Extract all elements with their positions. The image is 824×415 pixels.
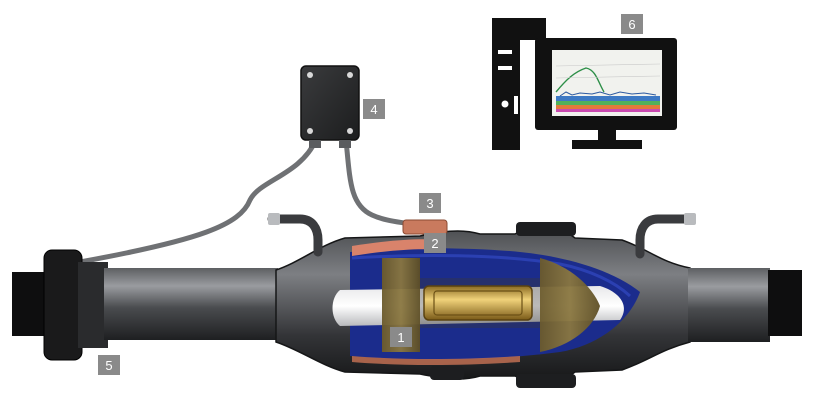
vent-pipe-left <box>267 214 323 257</box>
connector-ferrule <box>423 285 533 321</box>
stress-cone-right <box>540 258 600 352</box>
copper-foil <box>352 239 440 256</box>
clamp-top <box>516 222 576 236</box>
label-5: 5 <box>98 355 120 375</box>
vent-pipe-right <box>635 214 693 259</box>
signal-cable-right <box>343 137 413 227</box>
label-6-text: 6 <box>628 17 635 32</box>
cable-terminal-left <box>12 249 108 361</box>
label-3-text: 3 <box>426 196 433 211</box>
signal-cable-left <box>77 137 319 265</box>
clamp-bottom <box>516 374 576 388</box>
label-1-text: 1 <box>397 330 404 345</box>
computer-icon <box>492 18 546 150</box>
cable-left <box>104 268 278 340</box>
monitor-icon <box>535 38 677 149</box>
screen-waveform <box>555 63 661 112</box>
label-2-text: 2 <box>431 236 438 251</box>
label-3: 3 <box>419 193 441 213</box>
copper-sensor-clamp <box>402 219 448 235</box>
cable-terminal-right <box>768 270 802 336</box>
cable-right <box>688 268 770 342</box>
label-1: 1 <box>390 327 412 347</box>
label-4-text: 4 <box>370 102 377 117</box>
sensor-box-icon <box>300 65 360 148</box>
label-2: 2 <box>424 233 446 253</box>
label-5-text: 5 <box>105 358 112 373</box>
label-6: 6 <box>621 14 643 34</box>
label-4: 4 <box>363 99 385 119</box>
